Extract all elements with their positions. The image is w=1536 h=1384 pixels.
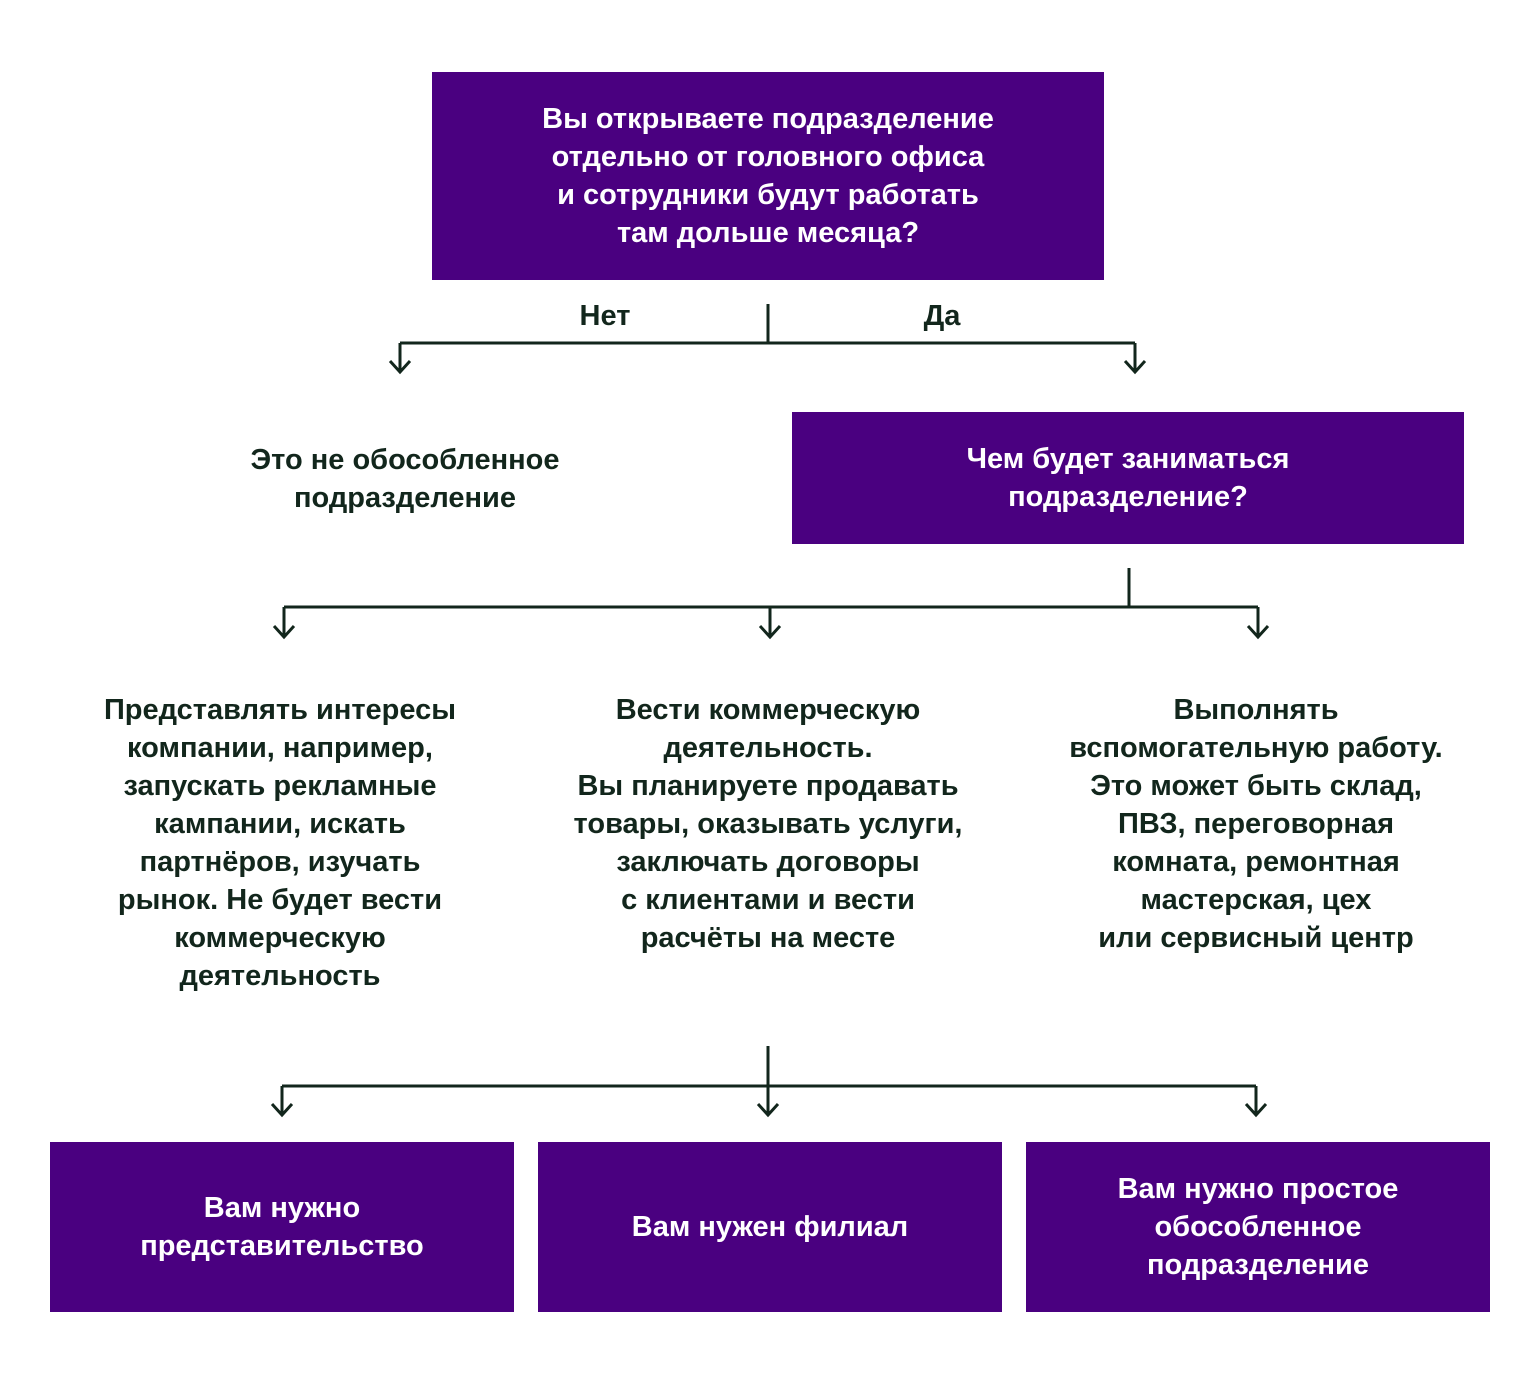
answer-yes-label: Да xyxy=(923,300,961,332)
option-auxiliary-text: Выполнять вспомогательную работу. Это мо… xyxy=(1069,694,1443,954)
no-result-text: Это не обособленное подразделение xyxy=(250,444,560,514)
result-representation-text: Вам нужно представительство xyxy=(140,1192,424,1262)
result-branch-text: Вам нужен филиал xyxy=(631,1211,909,1243)
answer-no-label: Нет xyxy=(579,300,631,332)
question-2-text: Чем будет заниматься подразделение? xyxy=(966,443,1290,513)
result-box-simple: Вам нужно простое обособленное подраздел… xyxy=(1026,1142,1490,1312)
result-box-representation: Вам нужно представительство xyxy=(50,1142,514,1312)
option-commercial-text: Вести коммерческую деятельность. Вы план… xyxy=(573,694,963,954)
result-simple-text: Вам нужно простое обособленное подраздел… xyxy=(1117,1173,1399,1281)
question-box-1: Вы открываете подразделение отдельно от … xyxy=(432,72,1104,280)
option-representation-text: Представлять интересы компании, например… xyxy=(103,694,457,992)
question-box-2: Чем будет заниматься подразделение? xyxy=(792,412,1464,544)
question-1-text: Вы открываете подразделение отдельно от … xyxy=(542,103,994,249)
result-box-branch: Вам нужен филиал xyxy=(538,1142,1002,1312)
